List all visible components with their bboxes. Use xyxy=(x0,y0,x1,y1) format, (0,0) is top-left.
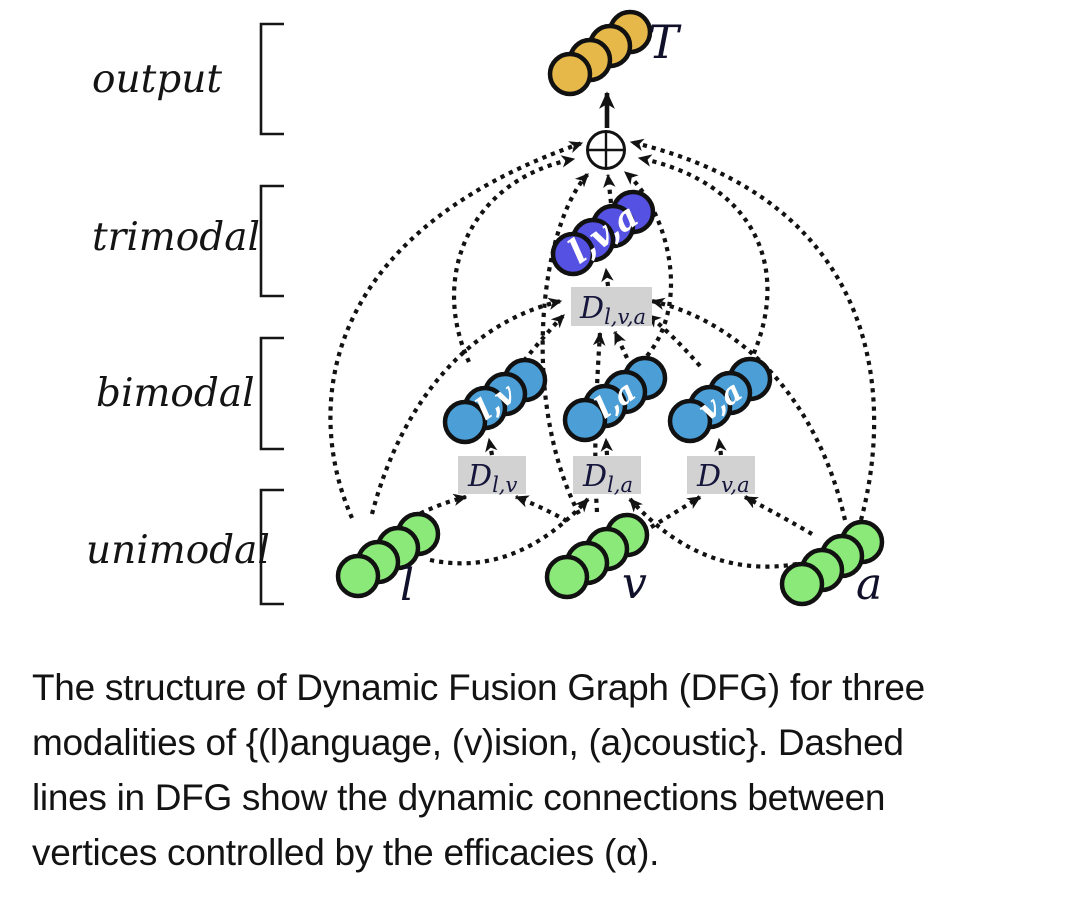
dashed-edge xyxy=(485,437,498,456)
unimodal-layer-label: unimodal xyxy=(86,528,270,573)
trimodal-gate-label: D xyxy=(579,291,604,326)
bimodal-gate-lv-subscript: l,v xyxy=(492,473,517,497)
bimodal-node-va: v,a xyxy=(667,356,773,444)
caption-line: The structure of Dynamic Fusion Graph (D… xyxy=(32,667,925,708)
bimodal-gate-va-subscript: v,a xyxy=(721,473,750,497)
fusion-sum-icon xyxy=(586,130,626,170)
bimodal-gate-la-subscript: l,a xyxy=(607,473,633,497)
dashed-edge xyxy=(641,495,702,534)
dashed-edge xyxy=(650,297,848,521)
unimodal-node-v xyxy=(544,512,650,600)
output-node xyxy=(547,9,653,97)
dashed-edge xyxy=(540,172,590,515)
dashed-edge xyxy=(429,497,590,566)
dfg-diagram: output trimodal bimodal unimodal l,v,al,… xyxy=(86,9,885,611)
bimodal-gate-va-label: D xyxy=(696,459,721,494)
bimodal-gate-box-la: Dl,a xyxy=(573,456,641,497)
dashed-edge xyxy=(328,141,584,519)
dashed-edge xyxy=(714,437,727,456)
unimodal-node-a-label: a xyxy=(856,559,882,610)
unimodal-node-a xyxy=(779,519,885,607)
dashed-edge xyxy=(646,313,702,368)
bimodal-gate-box-va: Dv,a xyxy=(687,456,755,497)
output-layer-bracket xyxy=(259,22,284,136)
bimodal-node-lv: l,v xyxy=(442,357,548,445)
trimodal-node: l,v,a xyxy=(550,189,656,277)
dashed-edge xyxy=(637,154,770,363)
dashed-edge xyxy=(600,437,614,456)
bimodal-gate-lv-label: D xyxy=(467,459,492,494)
unimodal-layer-bracket xyxy=(259,488,284,606)
unimodal-node-l xyxy=(335,511,441,599)
svg-text:Dl,a: Dl,a xyxy=(582,459,633,497)
caption-line: vertices controlled by the efficacies (α… xyxy=(32,832,660,873)
dynamic-connection-edges xyxy=(328,138,877,569)
bimodal-gate-box-lv: Dl,v xyxy=(458,456,526,497)
caption-line: lines in DFG show the dynamic connection… xyxy=(32,777,886,818)
figure-caption: The structure of Dynamic Fusion Graph (D… xyxy=(32,660,1044,880)
svg-text:Dv,a: Dv,a xyxy=(696,459,750,497)
bimodal-layer-label: bimodal xyxy=(96,371,255,416)
svg-text:Dl,v,a: Dl,v,a xyxy=(579,291,646,329)
output-layer-label: output xyxy=(92,57,222,102)
dashed-edge xyxy=(516,313,566,370)
dashed-edge xyxy=(452,155,576,363)
dashed-edge xyxy=(603,173,616,204)
dashed-edge xyxy=(629,138,877,521)
dashed-edge xyxy=(369,297,563,515)
unimodal-node-v-label: v xyxy=(622,558,647,609)
dashed-edge xyxy=(743,495,814,536)
trimodal-layer-label: trimodal xyxy=(92,215,260,260)
svg-text:Dl,v: Dl,v xyxy=(467,459,517,497)
bimodal-node-la: l,a xyxy=(562,355,668,443)
caption-line: modalities of {(l)anguage, (v)ision, (a)… xyxy=(32,722,904,763)
dashed-edge xyxy=(601,267,614,287)
bimodal-gate-la-label: D xyxy=(582,459,607,494)
bimodal-layer-bracket xyxy=(259,336,284,451)
dashed-edge xyxy=(514,495,569,523)
trimodal-gate-subscript: l,v,a xyxy=(604,305,646,329)
trimodal-layer-bracket xyxy=(259,184,284,298)
dashed-edge xyxy=(613,330,629,359)
output-node-label: T xyxy=(648,15,682,69)
trimodal-gate-box: Dl,v,a xyxy=(571,287,652,329)
unimodal-node-l-label: l xyxy=(400,560,414,611)
